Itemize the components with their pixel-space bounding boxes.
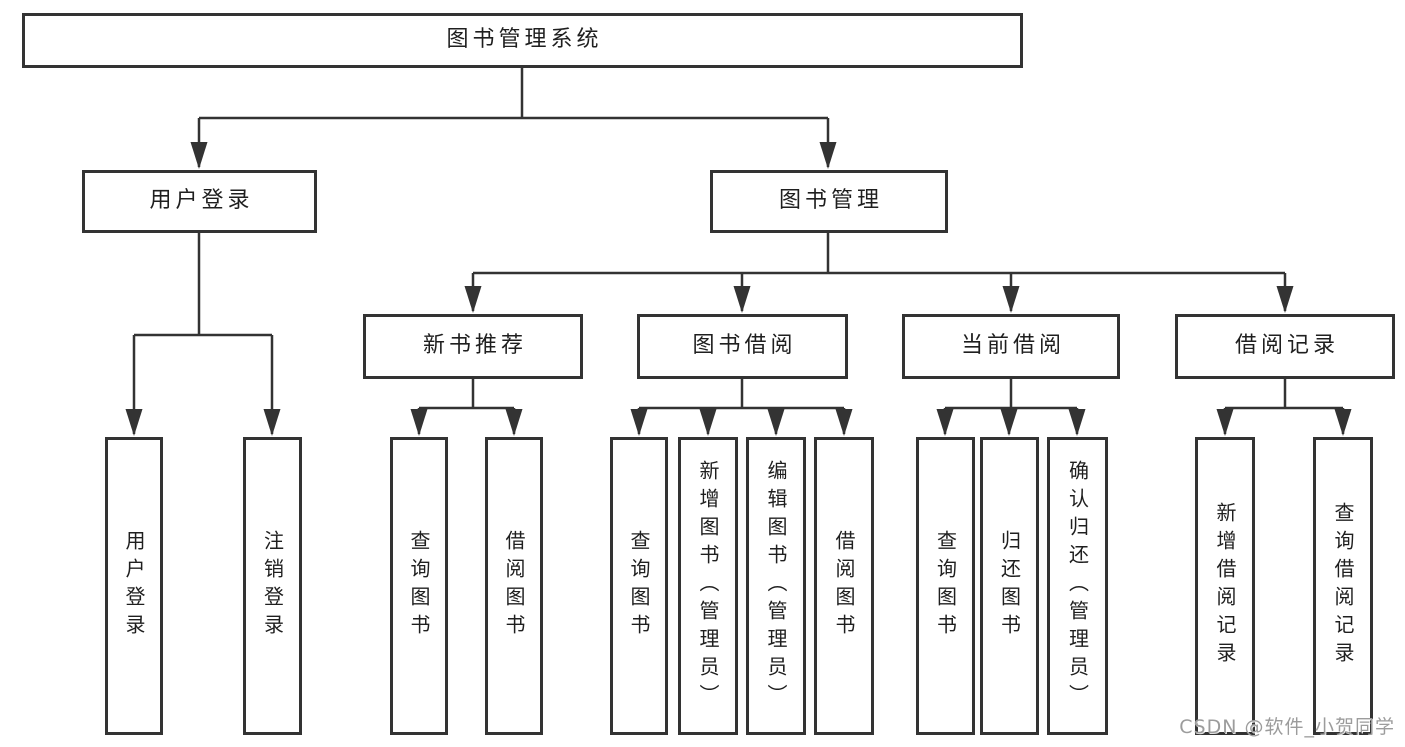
node-label: 用户登录 bbox=[149, 188, 254, 214]
leaf-logout: 注销登录 bbox=[243, 437, 302, 735]
node-label: 查询图书 bbox=[933, 530, 958, 642]
node-label: 新增图书（管理员） bbox=[696, 460, 720, 712]
node-label: 用户登录 bbox=[122, 530, 146, 642]
watermark: CSDN @软件_小贺同学 bbox=[1179, 716, 1395, 738]
node-label: 借阅图书 bbox=[832, 530, 856, 642]
leaf-borrow-edit-books-admin: 编辑图书（管理员） bbox=[746, 437, 806, 735]
leaf-user-login: 用户登录 bbox=[105, 437, 163, 735]
connector-current-borrow-split bbox=[945, 379, 1077, 410]
node-root-library-system: 图书管理系统 bbox=[22, 13, 1023, 68]
leaf-current-query-books: 查询图书 bbox=[916, 437, 975, 735]
node-label: 编辑图书（管理员） bbox=[764, 460, 788, 712]
connector-user-login-split bbox=[134, 233, 272, 337]
leaf-newbook-query-books: 查询图书 bbox=[390, 437, 448, 735]
leaf-current-confirm-return-admin: 确认归还（管理员） bbox=[1047, 437, 1108, 735]
connector-root-split bbox=[199, 68, 828, 120]
node-label: 借阅记录 bbox=[1234, 333, 1339, 359]
connector-book-mgmt-split bbox=[473, 233, 1285, 275]
node-label: 确认归还（管理员） bbox=[1065, 460, 1090, 712]
node-book-management: 图书管理 bbox=[710, 170, 948, 233]
leaf-newbook-borrow-books: 借阅图书 bbox=[485, 437, 543, 735]
connector-book-borrow-split bbox=[639, 379, 844, 410]
leaf-records-query-record: 查询借阅记录 bbox=[1313, 437, 1373, 735]
node-label: 借阅图书 bbox=[502, 530, 526, 642]
node-borrow-records: 借阅记录 bbox=[1175, 314, 1395, 379]
node-label: 注销登录 bbox=[260, 530, 285, 642]
node-label: 查询图书 bbox=[627, 530, 651, 642]
node-label: 图书管理系统 bbox=[446, 27, 603, 53]
node-label: 图书借阅 bbox=[692, 333, 797, 359]
node-book-borrow: 图书借阅 bbox=[637, 314, 848, 379]
connector-arrows bbox=[125, 118, 1352, 436]
node-label: 归还图书 bbox=[997, 530, 1022, 642]
node-current-borrow: 当前借阅 bbox=[902, 314, 1120, 379]
node-label: 查询借阅记录 bbox=[1331, 502, 1355, 670]
node-label: 查询图书 bbox=[407, 530, 431, 642]
node-label: 当前借阅 bbox=[960, 333, 1065, 359]
leaf-borrow-query-books: 查询图书 bbox=[610, 437, 668, 735]
node-label: 图书管理 bbox=[778, 188, 883, 214]
node-label: 新书推荐 bbox=[422, 333, 527, 359]
leaf-borrow-add-books-admin: 新增图书（管理员） bbox=[678, 437, 738, 735]
leaf-records-add-record: 新增借阅记录 bbox=[1195, 437, 1255, 735]
leaf-current-return-books: 归还图书 bbox=[980, 437, 1039, 735]
leaf-borrow-borrow-books: 借阅图书 bbox=[814, 437, 874, 735]
node-new-book-recommend: 新书推荐 bbox=[363, 314, 583, 379]
connector-borrow-records-split bbox=[1225, 379, 1343, 410]
node-user-login: 用户登录 bbox=[82, 170, 317, 233]
connector-new-book-split bbox=[419, 379, 514, 410]
node-label: 新增借阅记录 bbox=[1213, 502, 1237, 670]
